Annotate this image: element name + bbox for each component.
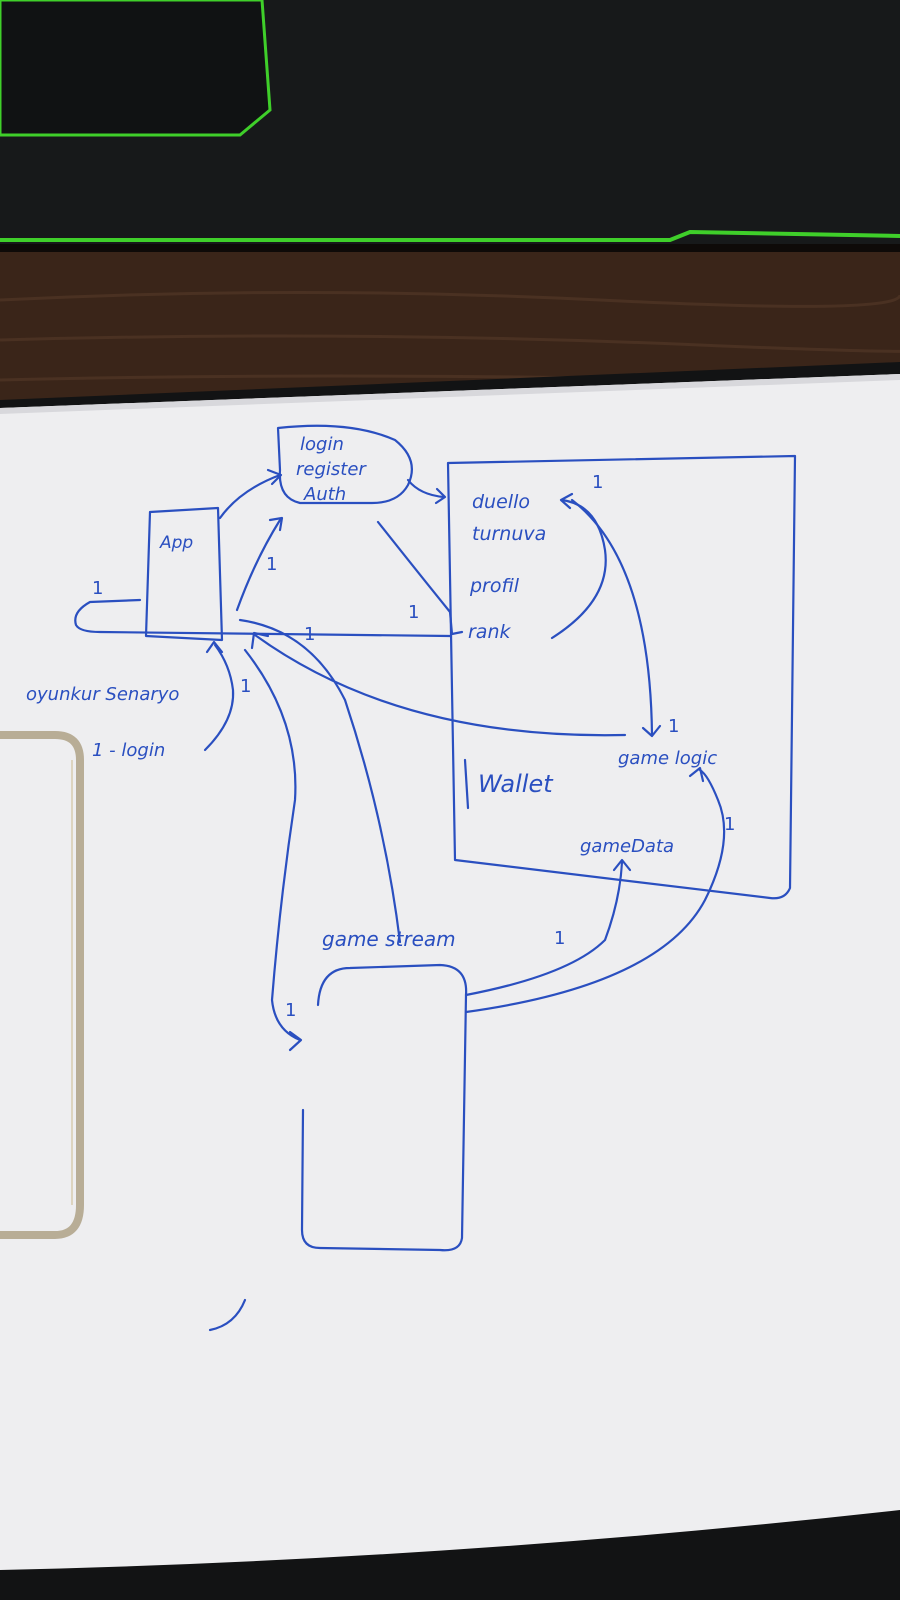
app-to-auth-upper [218,473,282,520]
edge-label: 1 [408,602,419,623]
game-data-label: gameData [580,836,674,857]
edge-label: 1 [554,928,565,949]
edge-label: 1 [668,716,679,737]
paper-shade [0,374,900,414]
paper-sheet [0,374,900,1570]
auth-to-rank [376,520,464,636]
side-note-login: 1 - login [92,740,165,761]
app-to-auth-lower-head [268,516,284,532]
app-to-auth-upper-head [266,468,283,486]
auth-register-label: register [296,459,367,480]
edge-label: 1 [266,554,277,575]
game-stream-to-game-logic [464,768,726,1014]
game-stream-to-game-data-head [612,858,632,872]
laptop-edge-accent [0,229,900,242]
auth-to-services [406,478,446,499]
login-loop [203,643,235,752]
game-stream-to-app [238,618,402,944]
start-arrow [74,598,452,638]
clipboard-clip [0,731,84,1239]
edge-label: 1 [240,676,251,697]
edge-label: 1 [304,624,315,645]
service-rank: rank [468,621,511,643]
duello-to-game-logic-head [641,724,662,738]
stray-mark [208,1298,247,1332]
side-note-scenario: oyunkur Senaryo [26,684,179,705]
game-stream-to-game-logic-head [688,766,705,783]
app-to-auth-lower [235,518,282,612]
edge-label: 1 [92,578,103,599]
app-box [144,506,224,642]
auth-login-label: login [300,434,344,455]
auth-to-services-head [434,487,447,505]
login-loop-head [205,640,224,654]
edge-label: 1 [592,472,603,493]
wallet-mark [463,758,470,810]
rank-to-duello-loop-head [559,492,574,510]
app-to-game-stream-head [288,1030,303,1052]
laptop-trackpad [0,0,272,137]
app-to-game-stream [243,648,302,1042]
edge-label: 1 [285,1000,296,1021]
game-stream-label: game stream [322,927,456,951]
game-stream-box [300,963,468,1252]
app-label: App [159,533,193,553]
edge-label: 1 [724,814,735,835]
game-logic-label: game logic [618,748,717,769]
service-turnuva: turnuva [472,523,546,545]
wallet-label: Wallet [478,770,554,798]
duello-to-game-logic [570,498,654,737]
auth-bubble [276,424,413,505]
services-box [446,454,797,900]
laptop-edge-shadow [0,244,900,252]
auth-auth-label: Auth [303,484,346,505]
service-duello: duello [472,491,530,513]
service-profil: profil [469,575,520,597]
game-logic-to-app [253,633,627,737]
game-stream-to-game-data [464,860,624,997]
